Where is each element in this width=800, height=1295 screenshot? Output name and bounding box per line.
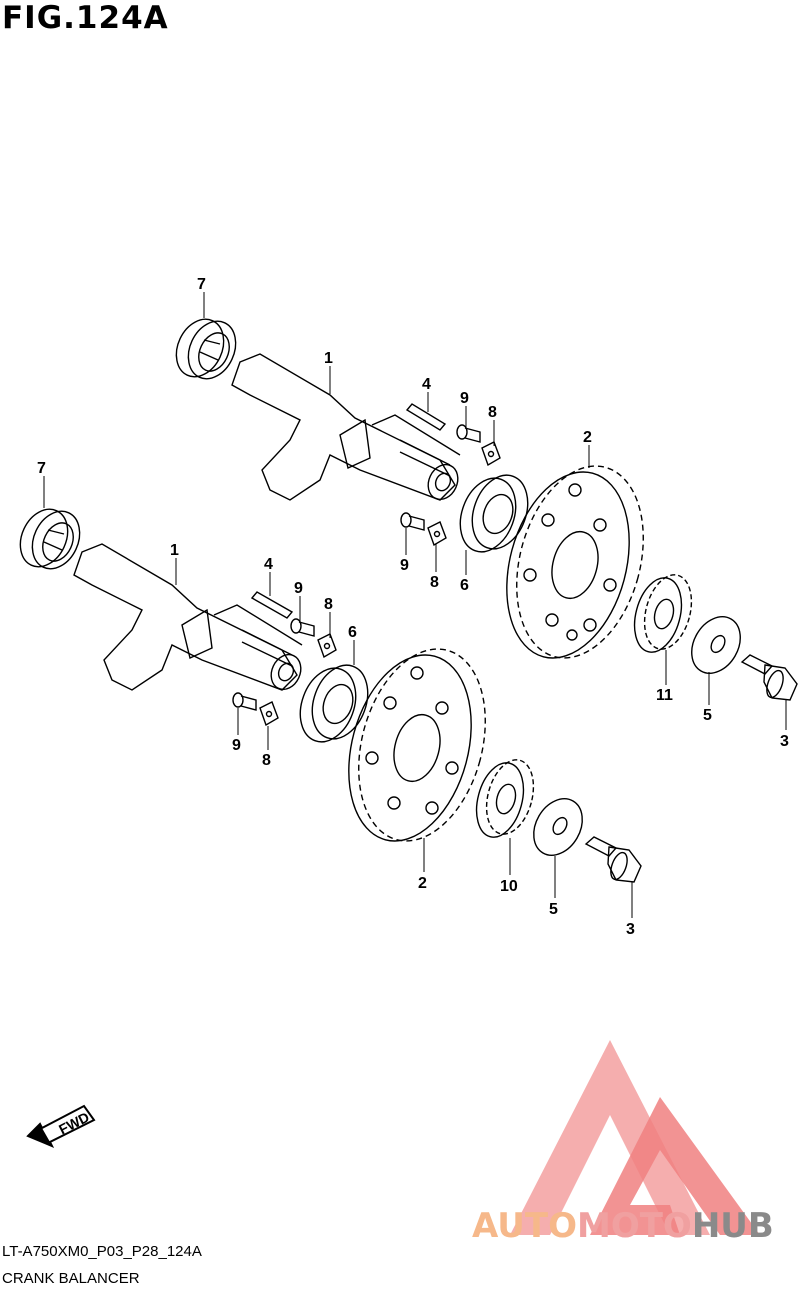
washer-upper [691,616,741,674]
flange-bolt-upper [740,654,798,701]
balancer-shaft-lower [73,543,303,691]
callout-9-lower-b: 9 [232,737,241,754]
small-bolt-lower-b [232,692,257,711]
small-gear-11 [633,574,693,653]
automotohub-logo-icon [510,1040,760,1235]
ball-bearing-upper [459,474,529,553]
needle-bearing-upper [175,318,237,380]
callout-10: 10 [500,878,518,895]
callout-7-lower: 7 [37,460,46,477]
lock-washer-upper-a [481,441,501,467]
key-lower [250,591,294,619]
fwd-arrow-icon: FWD [26,1104,96,1148]
needle-bearing-lower [19,508,81,570]
callout-9-upper-a: 9 [460,390,469,407]
callout-8-lower-a: 8 [324,596,333,613]
callout-3-upper: 3 [780,733,789,750]
callout-6-lower: 6 [348,624,357,641]
balancer-gear-upper [506,465,644,659]
flange-bolt-lower [584,836,642,883]
lock-washer-lower-a [317,633,337,659]
figure-title: FIG.124A [2,0,169,36]
key-upper [405,403,447,431]
leader-lines [43,292,787,918]
watermark-part3: HUB [691,1206,774,1246]
callout-9-upper-b: 9 [400,557,409,574]
callout-5-lower: 5 [549,901,558,918]
callout-8-lower-b: 8 [262,752,271,769]
washer-lower [533,798,583,856]
callout-8-upper-a: 8 [488,404,497,421]
balancer-shaft-upper [231,353,461,501]
callout-6-upper: 6 [460,577,469,594]
fwd-label: FWD [56,1109,92,1138]
small-gear-10 [475,759,535,838]
callout-11: 11 [656,687,673,704]
callout-8-upper-b: 8 [430,574,439,591]
watermark-part1: AUTO [472,1206,577,1246]
callout-7-upper: 7 [197,276,206,293]
small-bolt-upper-b [400,512,425,531]
small-bolt-upper-a [456,424,481,443]
callout-4-upper: 4 [422,376,431,393]
callout-9-lower-a: 9 [294,580,303,597]
small-bolt-lower-a [290,618,315,637]
ball-bearing-lower [299,664,369,743]
callout-5-upper: 5 [703,707,712,724]
callout-1-upper: 1 [324,350,333,367]
lock-washer-upper-b [427,521,447,547]
callout-2-lower: 2 [418,875,427,892]
balancer-gear-lower [348,648,486,842]
diagram-name: CRANK BALANCER [2,1270,140,1287]
callout-4-lower: 4 [264,556,273,573]
lock-washer-lower-b [259,701,279,727]
callout-3-lower: 3 [626,921,635,938]
callout-2-upper: 2 [583,429,592,446]
callout-1-lower: 1 [170,542,179,559]
watermark-part2: MOTO [576,1206,692,1246]
watermark-text: AUTOMOTOHUB [472,1206,774,1246]
diagram-code: LT-A750XM0_P03_P28_124A [2,1243,202,1260]
